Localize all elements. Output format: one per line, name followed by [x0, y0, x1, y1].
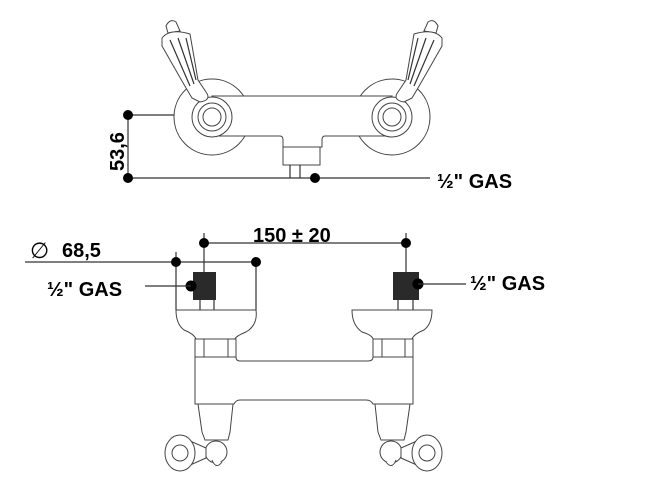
- right-collar: [372, 338, 414, 358]
- left-collar: [194, 338, 237, 358]
- right-escutcheon-cup: [351, 309, 433, 340]
- dimension-dot: [123, 173, 133, 183]
- diameter-symbol: ∅: [30, 238, 49, 263]
- outlet-fitting: [282, 146, 321, 166]
- dimension-dot: [123, 110, 133, 120]
- dimension-dot: [171, 257, 181, 267]
- dimension-dot: [310, 173, 320, 183]
- left-escutcheon-cup: [175, 309, 257, 340]
- left-lever-handle-icon: [161, 20, 209, 103]
- left-cross-handle-icon: [164, 434, 228, 472]
- outlet-thread-label: ½" GAS: [437, 171, 512, 193]
- diameter-dimension-label: 68,5: [62, 240, 101, 262]
- height-dimension-label: 53,6: [107, 132, 129, 171]
- right-fitting: [371, 96, 413, 138]
- dimension-dot: [199, 238, 209, 248]
- mixer-body-front: [194, 356, 414, 405]
- right-valve-body: [374, 403, 411, 441]
- front-view: 150 ± 20 ∅ 68,5 ½" GAS ½" GAS: [25, 225, 545, 472]
- top-view: 53,6 ½" GAS: [107, 20, 512, 193]
- mixer-body: [211, 95, 393, 148]
- left-inlet-thread-label: ½" GAS: [47, 279, 122, 301]
- right-inlet-thread-label: ½" GAS: [470, 273, 545, 295]
- left-valve-body: [197, 403, 234, 441]
- right-cross-handle-icon: [379, 434, 443, 472]
- dimension-dot: [401, 238, 411, 248]
- left-inlet-thread: [193, 272, 216, 300]
- dimension-dot: [251, 257, 261, 267]
- right-lever-handle-icon: [395, 20, 443, 103]
- centers-dimension-label: 150 ± 20: [253, 225, 331, 247]
- left-fitting: [191, 96, 233, 138]
